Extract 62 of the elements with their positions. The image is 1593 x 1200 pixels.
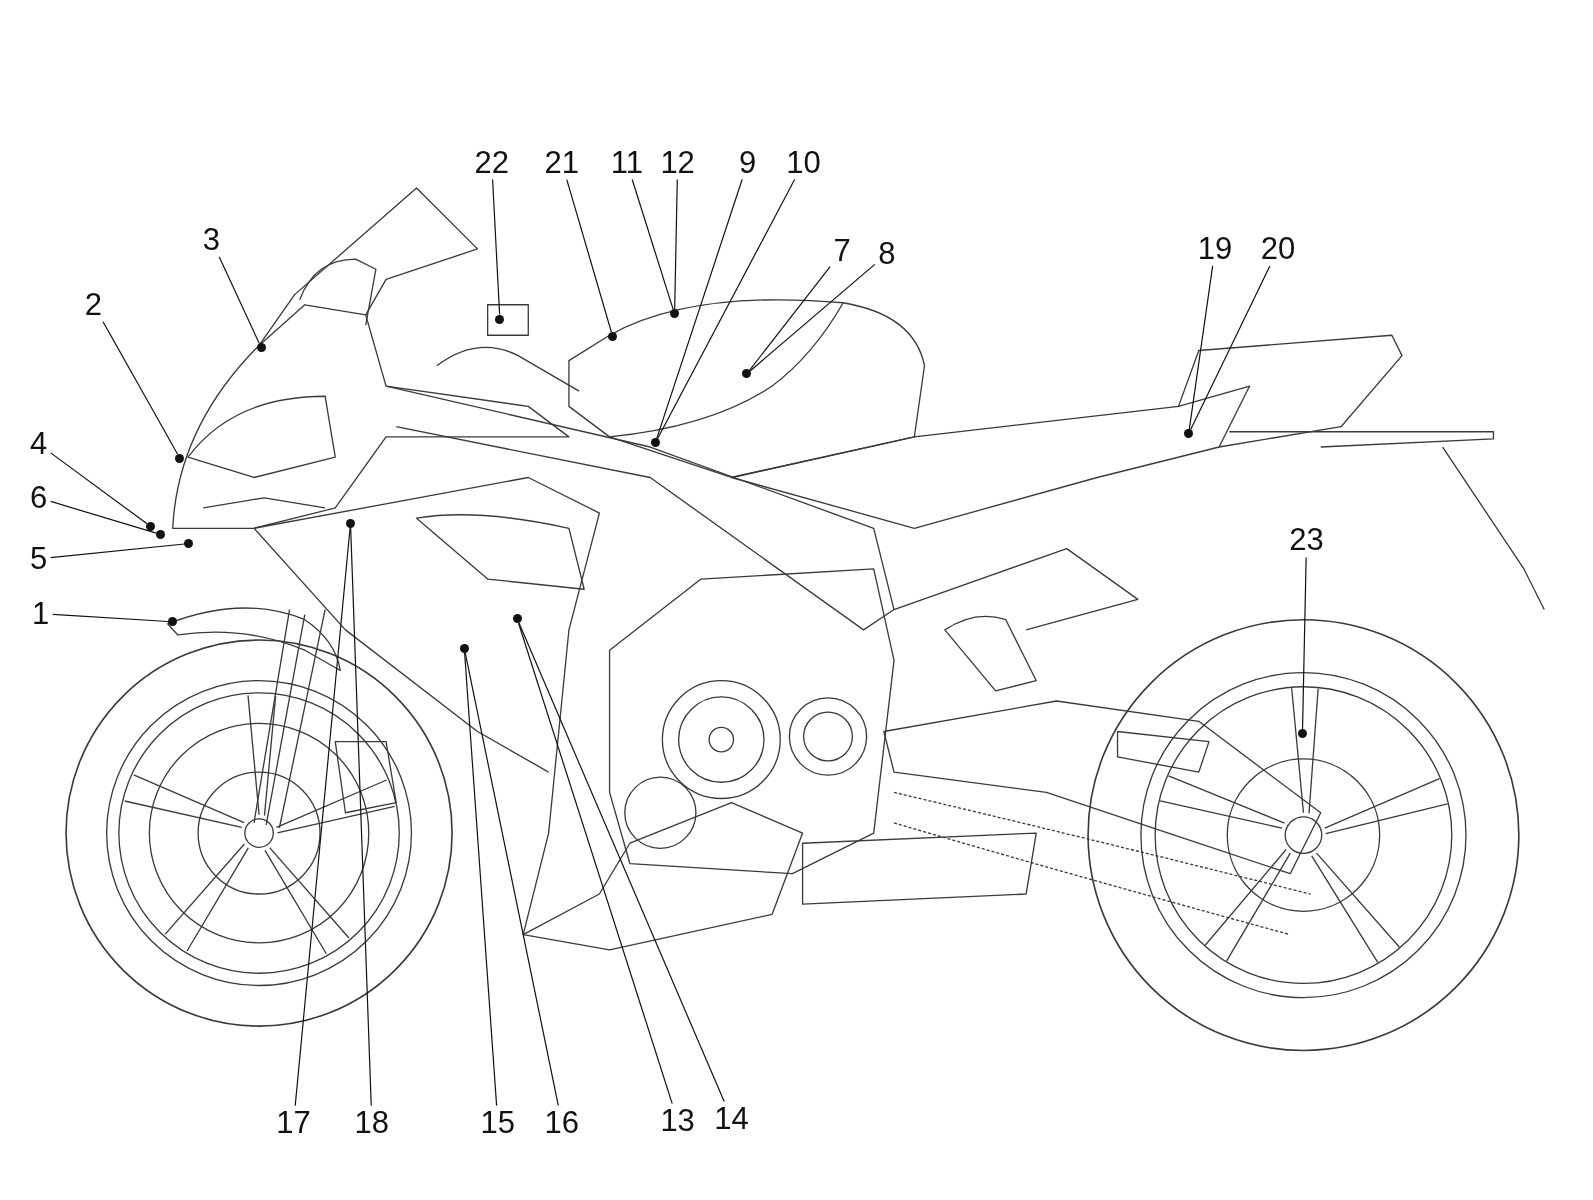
leader-line	[218, 256, 260, 344]
part-point	[459, 643, 469, 653]
callout-number: 8	[864, 237, 909, 271]
part-point	[346, 518, 355, 528]
callout-number: 3	[189, 222, 234, 257]
leader-line	[102, 321, 179, 455]
callout-number: 19	[1193, 231, 1238, 266]
part-point	[175, 453, 185, 463]
part-point	[742, 369, 752, 379]
callout-number: 22	[469, 145, 514, 180]
leader-line	[517, 622, 673, 1105]
leader-line	[464, 652, 559, 1107]
leader-line	[50, 543, 186, 559]
part-point	[608, 331, 618, 341]
leader-line	[748, 265, 831, 371]
callout-number: 4	[16, 426, 61, 461]
part-point	[256, 342, 266, 352]
leader-line	[518, 622, 725, 1103]
leader-line	[1301, 556, 1307, 730]
callout-number: 7	[820, 233, 865, 268]
part-point	[1184, 429, 1194, 439]
callout-number: 12	[655, 145, 700, 180]
leader-line	[50, 500, 157, 534]
callout-number: 14	[709, 1101, 754, 1136]
leader-line	[656, 178, 796, 440]
callout-number: 21	[539, 145, 584, 180]
part-point	[495, 314, 505, 324]
callout-number: 5	[16, 541, 61, 576]
callout-number: 10	[781, 145, 826, 180]
leader-line	[350, 527, 372, 1107]
leader-line	[1190, 265, 1271, 431]
callout-number: 13	[655, 1103, 700, 1138]
callout-number: 1	[18, 596, 63, 631]
callout-number: 2	[71, 287, 116, 322]
part-point	[512, 614, 522, 624]
leader-line	[294, 527, 351, 1107]
callout-number: 15	[475, 1105, 520, 1140]
part-point	[184, 539, 194, 548]
part-point	[670, 309, 680, 319]
part-point	[650, 438, 660, 448]
callout-number: 20	[1256, 231, 1301, 266]
leader-line	[656, 178, 743, 440]
part-point	[168, 617, 178, 627]
leader-line	[566, 178, 612, 333]
part-point	[156, 529, 165, 539]
leader-line	[464, 652, 498, 1107]
leader-line	[1188, 265, 1214, 430]
leader-line	[631, 178, 674, 311]
part-point	[145, 521, 155, 531]
callout-number: 18	[349, 1105, 394, 1140]
callout-number: 17	[271, 1105, 316, 1140]
leader-line	[492, 178, 501, 316]
leader-line	[749, 263, 876, 372]
callout-number: 9	[725, 145, 770, 180]
callout-number: 23	[1284, 523, 1329, 558]
leader-line	[674, 178, 678, 311]
callout-number: 6	[16, 480, 61, 515]
leader-line	[50, 452, 148, 525]
callout-number: 11	[604, 145, 649, 180]
part-point	[1297, 729, 1307, 738]
leader-line	[52, 613, 169, 623]
callout-number: 16	[539, 1105, 584, 1140]
